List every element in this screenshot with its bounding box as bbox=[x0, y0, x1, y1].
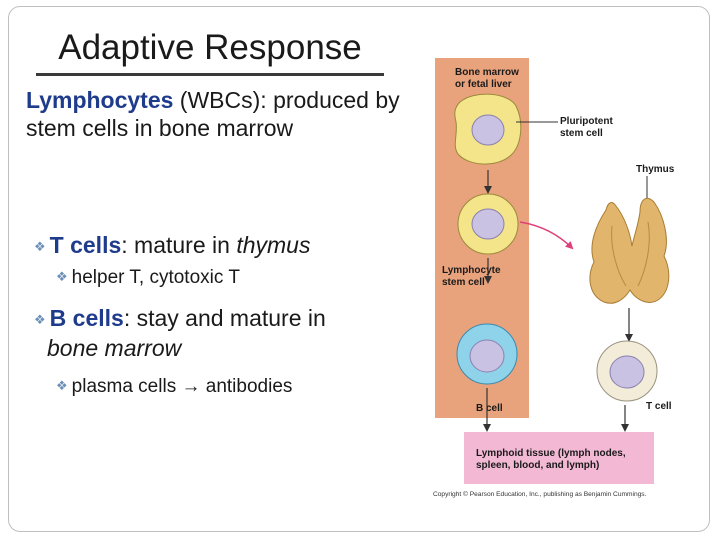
bullet-marker-icon: ❖ bbox=[56, 269, 68, 284]
b-cells-text: stay and mature in bbox=[130, 305, 326, 331]
arrow-right-icon: → bbox=[181, 376, 201, 397]
t-cells-term: T cells bbox=[49, 232, 122, 258]
t-cells-subbullet: ❖helper T, cytotoxic T bbox=[56, 267, 240, 289]
b-cell-nucleus bbox=[469, 339, 505, 373]
t-cells-colon: : bbox=[121, 232, 128, 258]
thymus-label: Thymus bbox=[636, 164, 675, 175]
slide-title: Adaptive Response bbox=[58, 28, 362, 67]
t-cells-bullet: ❖T cells: mature in thymus bbox=[34, 232, 310, 259]
t-cells-subtext: helper T, cytotoxic T bbox=[71, 267, 240, 288]
bullet-marker-icon: ❖ bbox=[34, 312, 46, 327]
lymphocytes-term: Lymphocytes bbox=[26, 87, 174, 113]
copyright-notice: Copyright © Pearson Education, Inc., pub… bbox=[433, 490, 647, 498]
pluripotent-label-1: Pluripotent bbox=[560, 116, 613, 127]
lymphoid-tissue-box bbox=[464, 432, 654, 484]
lymphocytes-paragraph: Lymphocytes (WBCs): produced by stem cel… bbox=[26, 86, 426, 142]
lymphocytes-description: (WBCs): produced by stem cells in bone m… bbox=[26, 87, 400, 141]
b-cells-subbullet: ❖plasma cells → antibodies bbox=[56, 376, 292, 398]
title-underline bbox=[36, 73, 384, 76]
bone-marrow-label-2: or fetal liver bbox=[455, 79, 512, 90]
lymphocyte-stem-cell-nucleus bbox=[471, 208, 505, 240]
t-cells-text: mature in bbox=[127, 232, 237, 258]
b-cells-term: B cells bbox=[49, 305, 124, 331]
t-cell-label: T cell bbox=[646, 401, 672, 412]
thymus-organ bbox=[589, 197, 670, 304]
b-cells-subtext-2: antibodies bbox=[200, 376, 293, 397]
arrow-to-thymus bbox=[519, 221, 574, 250]
lymphoid-label-2: spleen, blood, and lymph) bbox=[476, 460, 599, 471]
lymphocyte-stem-label-1: Lymphocyte bbox=[442, 265, 501, 276]
thymus-lobe-detail bbox=[611, 221, 650, 287]
pluripotent-stem-cell-nucleus bbox=[471, 114, 505, 146]
lymphocyte-development-figure: Bone marrow or fetal liver Pluripotent s… bbox=[433, 58, 675, 498]
lymphoid-label-1: Lymphoid tissue (lymph nodes, bbox=[476, 448, 626, 459]
bullet-marker-icon: ❖ bbox=[34, 239, 46, 254]
pluripotent-label-2: stem cell bbox=[560, 128, 603, 139]
b-cells-subtext-1: plasma cells bbox=[71, 376, 182, 397]
slide-frame bbox=[8, 6, 710, 532]
b-cells-colon: : bbox=[123, 305, 131, 331]
b-cell-label: B cell bbox=[476, 403, 503, 414]
b-cells-bullet: ❖B cells: stay and mature in bone marrow bbox=[34, 304, 424, 362]
t-cell-nucleus bbox=[609, 355, 645, 389]
bone-marrow-label-1: Bone marrow bbox=[455, 67, 519, 78]
b-cells-place: bone marrow bbox=[47, 335, 182, 361]
bullet-marker-icon: ❖ bbox=[56, 378, 68, 393]
t-cells-place: thymus bbox=[236, 232, 311, 258]
lymphocyte-stem-label-2: stem cell bbox=[442, 277, 485, 288]
